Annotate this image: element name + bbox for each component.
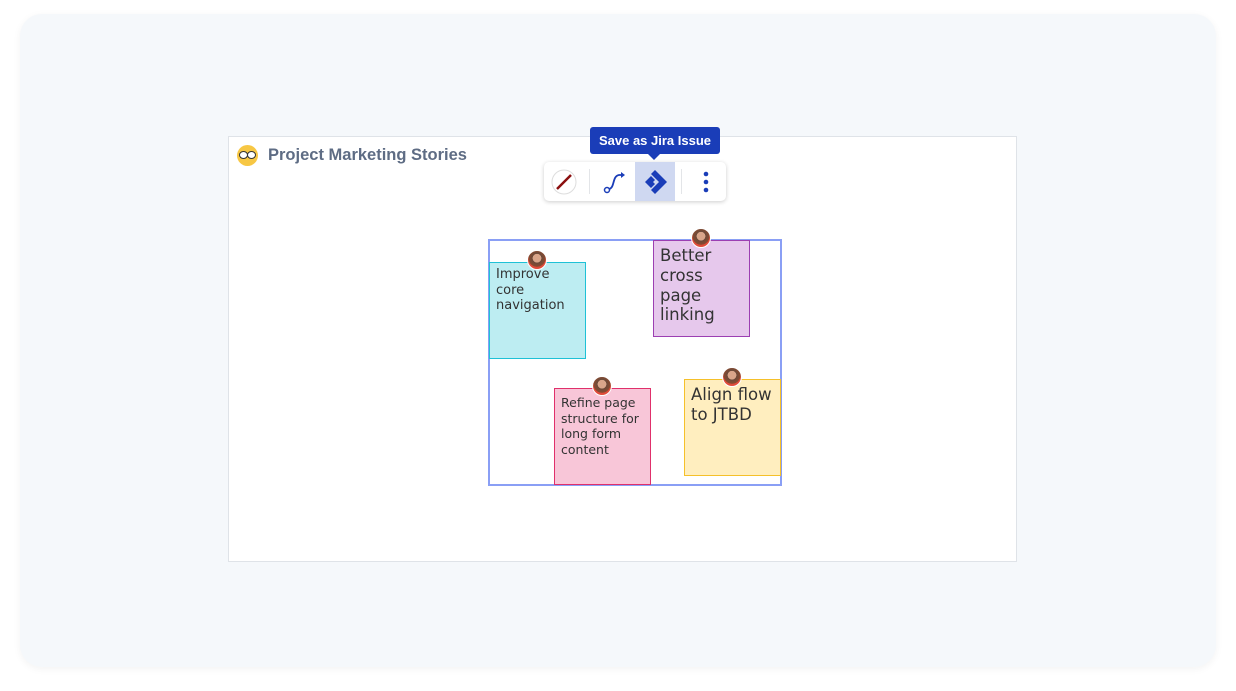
no-color-icon	[551, 169, 577, 194]
more-vertical-icon	[703, 171, 709, 192]
avatar	[592, 376, 612, 396]
selection-box[interactable]	[488, 239, 782, 486]
connector-button[interactable]	[595, 162, 635, 201]
divider	[681, 169, 682, 194]
sticky-note[interactable]: Improve core navigation	[489, 262, 586, 359]
avatar	[527, 250, 547, 270]
tooltip: Save as Jira Issue	[590, 127, 720, 160]
jira-icon	[645, 169, 667, 194]
avatar	[722, 367, 742, 387]
connector-icon	[603, 171, 625, 193]
divider	[589, 169, 590, 194]
sticky-note[interactable]: Align flow to JTBD	[684, 379, 781, 476]
board-title: Project Marketing Stories	[268, 146, 467, 164]
more-options-button[interactable]	[686, 162, 726, 201]
avatar	[691, 228, 711, 248]
save-as-jira-button[interactable]	[635, 162, 675, 201]
sticky-note[interactable]: Better cross page linking	[653, 240, 750, 337]
sticky-note[interactable]: Refine page structure for long form cont…	[554, 388, 651, 485]
whiteboard-canvas[interactable]	[228, 136, 1017, 562]
color-button[interactable]	[544, 162, 584, 201]
nerd-face-icon	[237, 145, 258, 166]
floating-toolbar	[544, 162, 726, 201]
